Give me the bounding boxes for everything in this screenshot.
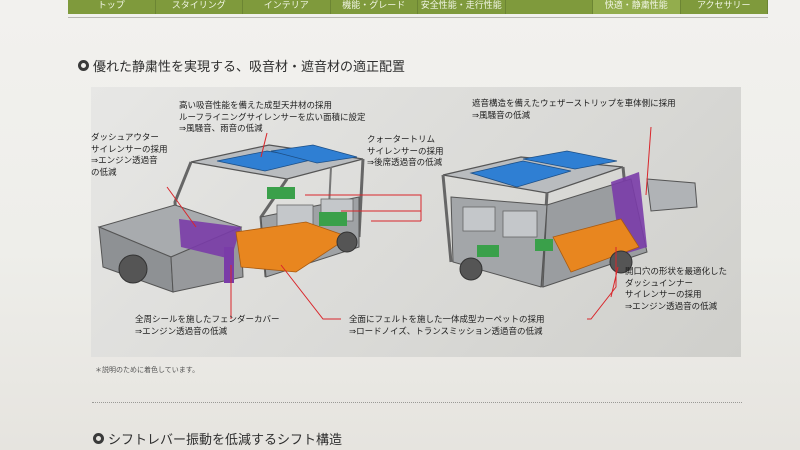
top-nav: トップ スタイリング インテリア 機能・グレード 安全性能・走行性能 快適・静粛… xyxy=(68,0,768,14)
leader-lines xyxy=(166,126,652,320)
right-car-body xyxy=(441,150,698,288)
right-roof-silencer-rear xyxy=(522,150,618,170)
section-heading-2: シフトレバー振動を低減するシフト構造 xyxy=(93,429,342,448)
nav-tab-grade[interactable]: 機能・グレード xyxy=(331,0,418,14)
callout-carpet: 全面にフェルトを施した一体成型カーペットの採用 ⇒ロードノイズ、トランスミッショ… xyxy=(349,315,545,337)
left-roof-silencer-rear xyxy=(270,144,358,164)
left-floor-carpet xyxy=(235,221,350,273)
coloring-note: ＊説明のために着色しています。 xyxy=(95,366,200,374)
section-heading-text: 優れた静粛性を実現する、吸音材・遮音材の適正配置 xyxy=(93,60,406,75)
left-quarter-trim xyxy=(319,212,347,226)
section-divider xyxy=(92,402,742,403)
section-heading: 優れた静粛性を実現する、吸音材・遮音材の適正配置 xyxy=(78,56,405,75)
circle-bullet-icon xyxy=(93,433,104,444)
callout-fender: 全周シールを施したフェンダーカバー ⇒エンジン透過音の低減 xyxy=(135,315,280,337)
nav-tab-top[interactable]: トップ xyxy=(68,0,156,14)
right-floor-carpet xyxy=(552,218,640,273)
callout-quarter-trim: クォータートリム サイレンサーの採用 ⇒後席透過音の低減 xyxy=(367,135,444,168)
nav-tab-styling[interactable]: スタイリング xyxy=(156,0,243,14)
nav-divider xyxy=(68,17,768,18)
nav-tab-interior[interactable]: インテリア xyxy=(243,0,331,14)
right-quarter-trim xyxy=(477,245,499,257)
right-roof-silencer-front xyxy=(469,160,572,188)
callout-dash-outer: ダッシュアウター サイレンサーの採用 ⇒エンジン透過音 の低減 xyxy=(91,133,168,178)
nav-tab-comfort[interactable]: 快適・静粛性能 xyxy=(593,0,681,14)
nav-tab-safety[interactable]: 安全性能・走行性能 xyxy=(418,0,506,14)
nav-tab-accessory[interactable]: アクセサリー xyxy=(681,0,768,14)
left-car-body xyxy=(97,144,365,293)
nav-tab-blank[interactable] xyxy=(506,0,593,14)
section-heading-2-text: シフトレバー振動を低減するシフト構造 xyxy=(108,433,343,448)
body-diagram: 高い吸音性能を備えた成型天井材の採用 ルーフライニングサイレンサーを広い面積に設… xyxy=(91,87,741,357)
car-body-illustration xyxy=(97,126,698,320)
callout-ceiling: 高い吸音性能を備えた成型天井材の採用 ルーフライニングサイレンサーを広い面積に設… xyxy=(179,101,366,134)
callout-weatherstrip: 遮音構造を備えたウェザーストリップを車体側に採用 ⇒風騒音の低減 xyxy=(472,99,676,121)
circle-bullet-icon xyxy=(78,60,89,71)
callout-dash-inner: 開口穴の形状を最適化した ダッシュインナー サイレンサーの採用 ⇒エンジン透過音… xyxy=(625,267,728,312)
